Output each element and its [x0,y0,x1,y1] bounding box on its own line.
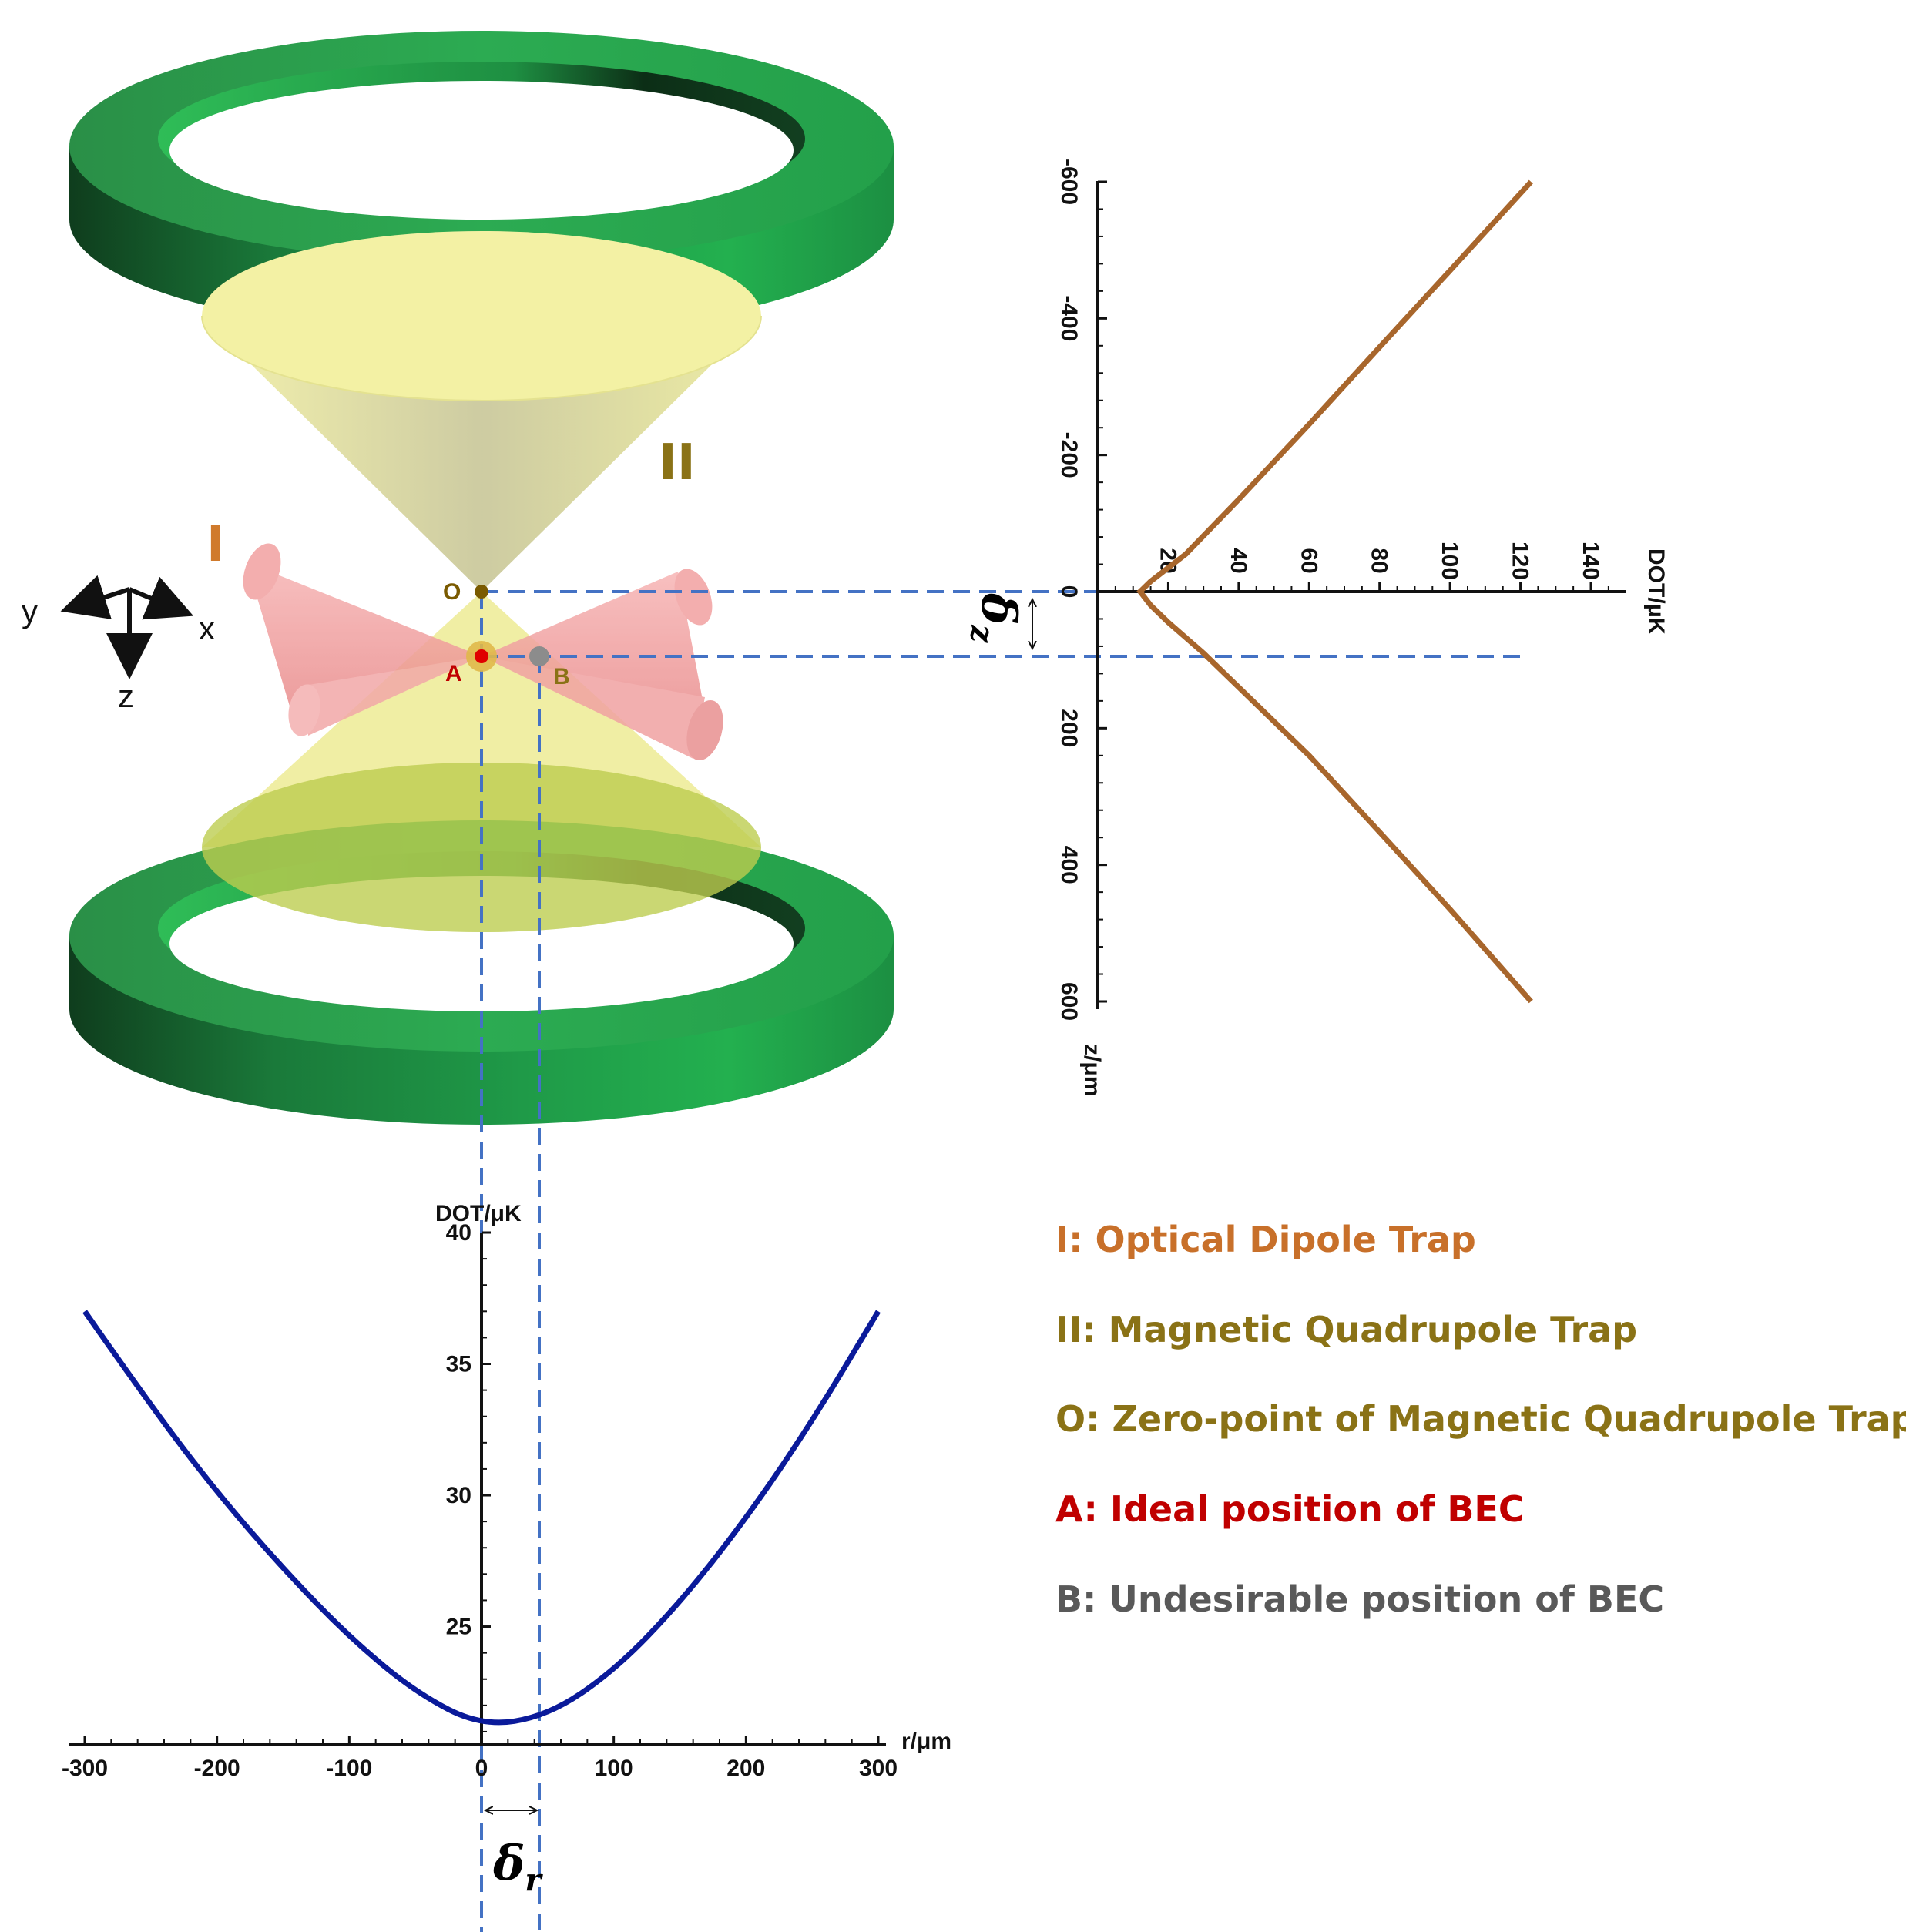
point-a-label: A [445,661,462,686]
radial-r-tick-label: 0 [475,1756,488,1781]
axial-z-tick-label: 0 [1056,585,1082,599]
legend-item: II: Magnetic Quadrupole Trap [1055,1309,1637,1350]
delta-r-symbol: δ [492,1835,525,1891]
axis-y-label: y [22,593,38,629]
axis-x-label: x [199,610,215,646]
delta-z-sub: z [964,624,1000,643]
axial-dot-tick-label: 40 [1226,548,1251,573]
legend-item: I: Optical Dipole Trap [1055,1219,1476,1260]
axial-dot-tick-label: 80 [1367,548,1392,573]
legend-item: B: Undesirable position of BEC [1055,1578,1664,1620]
axial-z-tick-label: -200 [1056,432,1082,478]
trap-ii-label: II [659,434,696,491]
radial-r-axis-label: r/μm [901,1729,951,1754]
delta-z-marker: δz [964,592,1032,649]
radial-chart: -300 -200 -100 0 100 200 300 25 30 35 40 r/μm DOT… [62,1201,951,1781]
radial-dot-tick-label: 25 [446,1615,471,1640]
radial-r-tick-label: -100 [326,1756,372,1781]
delta-r-sub: r [525,1862,543,1898]
svg-text:δz: δz [964,592,1027,643]
radial-dot-tick-label: 30 [446,1483,471,1508]
radial-r-tick-label: -200 [194,1756,240,1781]
delta-r-marker: δr [485,1810,543,1898]
axial-dot-tick-label: 140 [1578,542,1603,580]
axial-z-tick-label: 200 [1056,709,1082,747]
radial-dot-tick-label: 35 [446,1352,471,1377]
upper-cone [201,231,762,592]
radial-curve [82,1310,881,1726]
axial-dot-tick-label: 100 [1437,542,1462,580]
point-b: B [529,646,570,689]
coordinate-axes: y x z [22,575,215,714]
dipole-beams [243,543,723,761]
svg-text:δr: δr [492,1835,543,1898]
axial-dot-tick-label: 60 [1296,548,1321,573]
axis-z-label: z [118,678,134,714]
axial-z-tick-label: 400 [1056,846,1082,884]
legend: I: Optical Dipole Trap II: Magnetic Quad… [1055,1219,1906,1620]
point-b-label: B [553,664,570,689]
trap-i-label: I [206,516,225,573]
axial-z-tick-label: -400 [1056,295,1082,341]
radial-r-tick-label: 100 [595,1756,633,1781]
radial-r-tick-label: 300 [859,1756,898,1781]
legend-item: O: Zero-point of Magnetic Quadrupole Tra… [1055,1398,1906,1440]
point-a: A [445,641,497,686]
legend-item: A: Ideal position of BEC [1055,1488,1525,1530]
radial-dot-tick-label: 40 [446,1220,471,1246]
delta-z-symbol: δ [971,592,1027,625]
axial-curve [1136,179,1533,1004]
point-o-label: O [443,579,461,605]
point-o: O [443,579,488,605]
axial-z-axis-label: z/μm [1079,1044,1105,1096]
radial-r-tick-label: 200 [726,1756,765,1781]
axial-z-tick-label: 600 [1056,982,1082,1021]
radial-r-tick-label: -300 [62,1756,108,1781]
axial-dot-tick-label: 120 [1508,542,1533,580]
axial-z-tick-label: -600 [1056,159,1082,205]
axial-dot-axis-label: DOT/μK [1643,548,1669,635]
radial-dot-axis-label: DOT/μK [435,1201,522,1226]
